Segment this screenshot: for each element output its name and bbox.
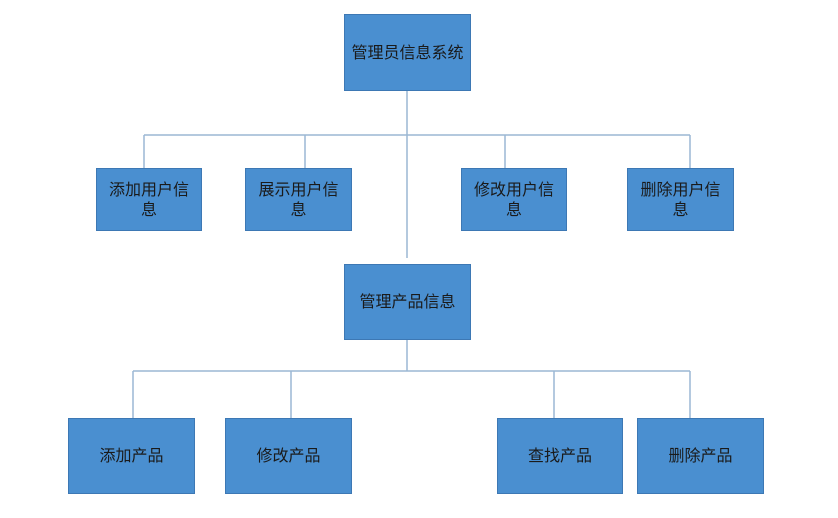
node-add-product: 添加产品	[68, 418, 195, 494]
node-delete-user: 删除用户信息	[627, 168, 734, 231]
node-add-user: 添加用户信息	[96, 168, 202, 231]
node-show-user: 展示用户信息	[245, 168, 352, 231]
node-edit-user: 修改用户信息	[461, 168, 567, 231]
node-add-user-label: 添加用户信息	[108, 179, 189, 219]
node-product-manager-label: 管理产品信息	[359, 292, 456, 311]
node-root-label: 管理员信息系统	[351, 42, 464, 62]
node-show-user-label: 展示用户信息	[258, 179, 339, 219]
node-add-product-label: 添加产品	[99, 446, 164, 465]
node-delete-product-label: 删除产品	[668, 446, 733, 465]
node-root: 管理员信息系统	[344, 14, 471, 91]
node-edit-user-label: 修改用户信息	[473, 179, 554, 219]
node-edit-product-label: 修改产品	[256, 446, 321, 465]
node-delete-user-label: 删除用户信息	[640, 179, 721, 219]
node-edit-product: 修改产品	[225, 418, 352, 494]
node-find-product: 查找产品	[497, 418, 623, 494]
node-delete-product: 删除产品	[637, 418, 764, 494]
node-find-product-label: 查找产品	[527, 446, 592, 465]
node-product-manager: 管理产品信息	[344, 264, 471, 340]
